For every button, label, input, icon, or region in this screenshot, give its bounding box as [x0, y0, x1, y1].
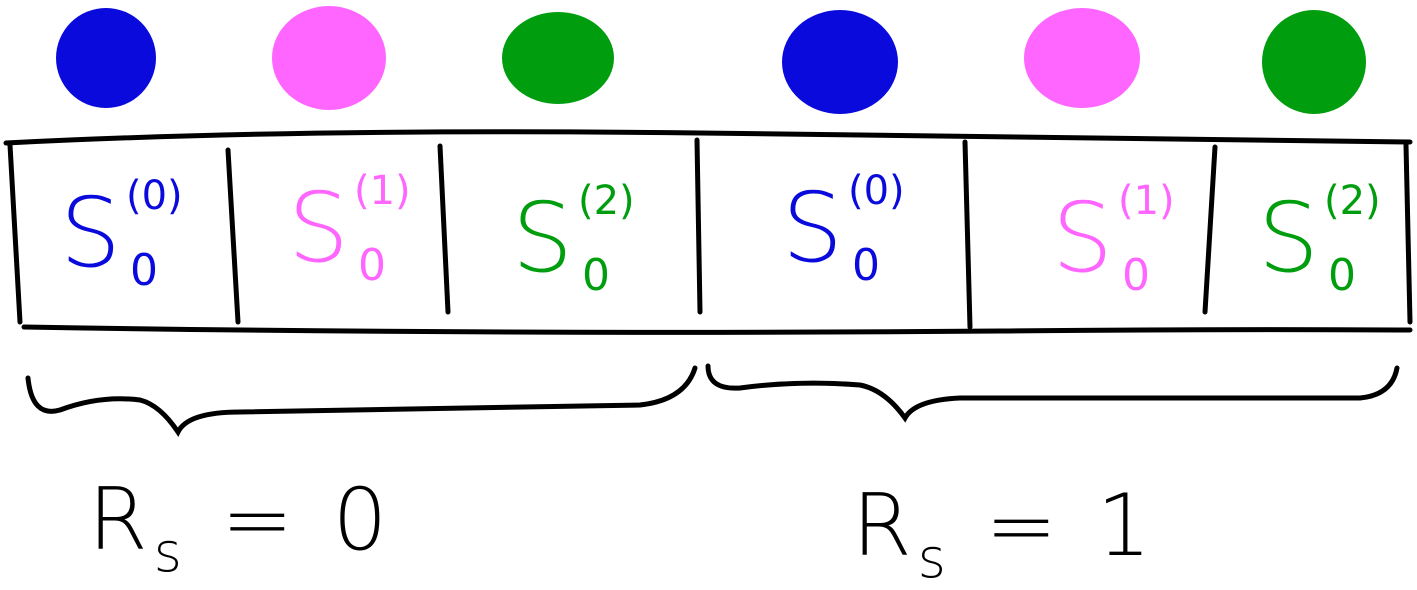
cell-s0-2-a: S (2) 0 [512, 178, 635, 301]
label-rest: = 1 [951, 476, 1158, 576]
dot-blue-1 [56, 8, 156, 108]
label-sub: s [917, 527, 952, 590]
cell-base: S [60, 177, 121, 289]
cell-s0-0-b: S (0) 0 [782, 168, 905, 291]
cell-sup: (0) [848, 168, 905, 214]
dot-blue-2 [782, 10, 898, 114]
cell-sup: (0) [126, 173, 183, 219]
cell-s0-1-a: S (1) 0 [288, 168, 411, 291]
cell-sup: (1) [1118, 178, 1175, 224]
group-label-rs-1: Rs = 1 [852, 476, 1158, 590]
group-label-rs-0: Rs = 0 [88, 470, 394, 584]
cell-base: S [512, 182, 573, 294]
label-rest: = 0 [187, 470, 394, 570]
cell-sup: (2) [578, 178, 635, 224]
label-main: R [88, 470, 154, 570]
cell-base: S [288, 172, 349, 284]
cell-sub: 0 [1122, 250, 1150, 301]
dot-pink-1 [272, 6, 386, 110]
cell-sub: 0 [1328, 250, 1356, 301]
label-main: R [852, 476, 918, 576]
cell-s0-0-a: S (0) 0 [60, 173, 183, 296]
dot-green-2 [1262, 10, 1366, 114]
cell-sup: (2) [1324, 178, 1381, 224]
cell-sub: 0 [582, 250, 610, 301]
cell-s0-2-b: S (2) 0 [1258, 178, 1381, 301]
cell-s0-1-b: S (1) 0 [1052, 178, 1175, 301]
cell-sub: 0 [358, 240, 386, 291]
cell-sub: 0 [130, 245, 158, 296]
label-sub: s [153, 521, 188, 584]
cell-base: S [782, 172, 843, 284]
dot-pink-2 [1024, 8, 1140, 108]
dot-green-1 [502, 12, 614, 104]
cell-sup: (1) [354, 168, 411, 214]
cell-base: S [1052, 182, 1113, 294]
cell-sub: 0 [852, 240, 880, 291]
cell-base: S [1258, 182, 1319, 294]
